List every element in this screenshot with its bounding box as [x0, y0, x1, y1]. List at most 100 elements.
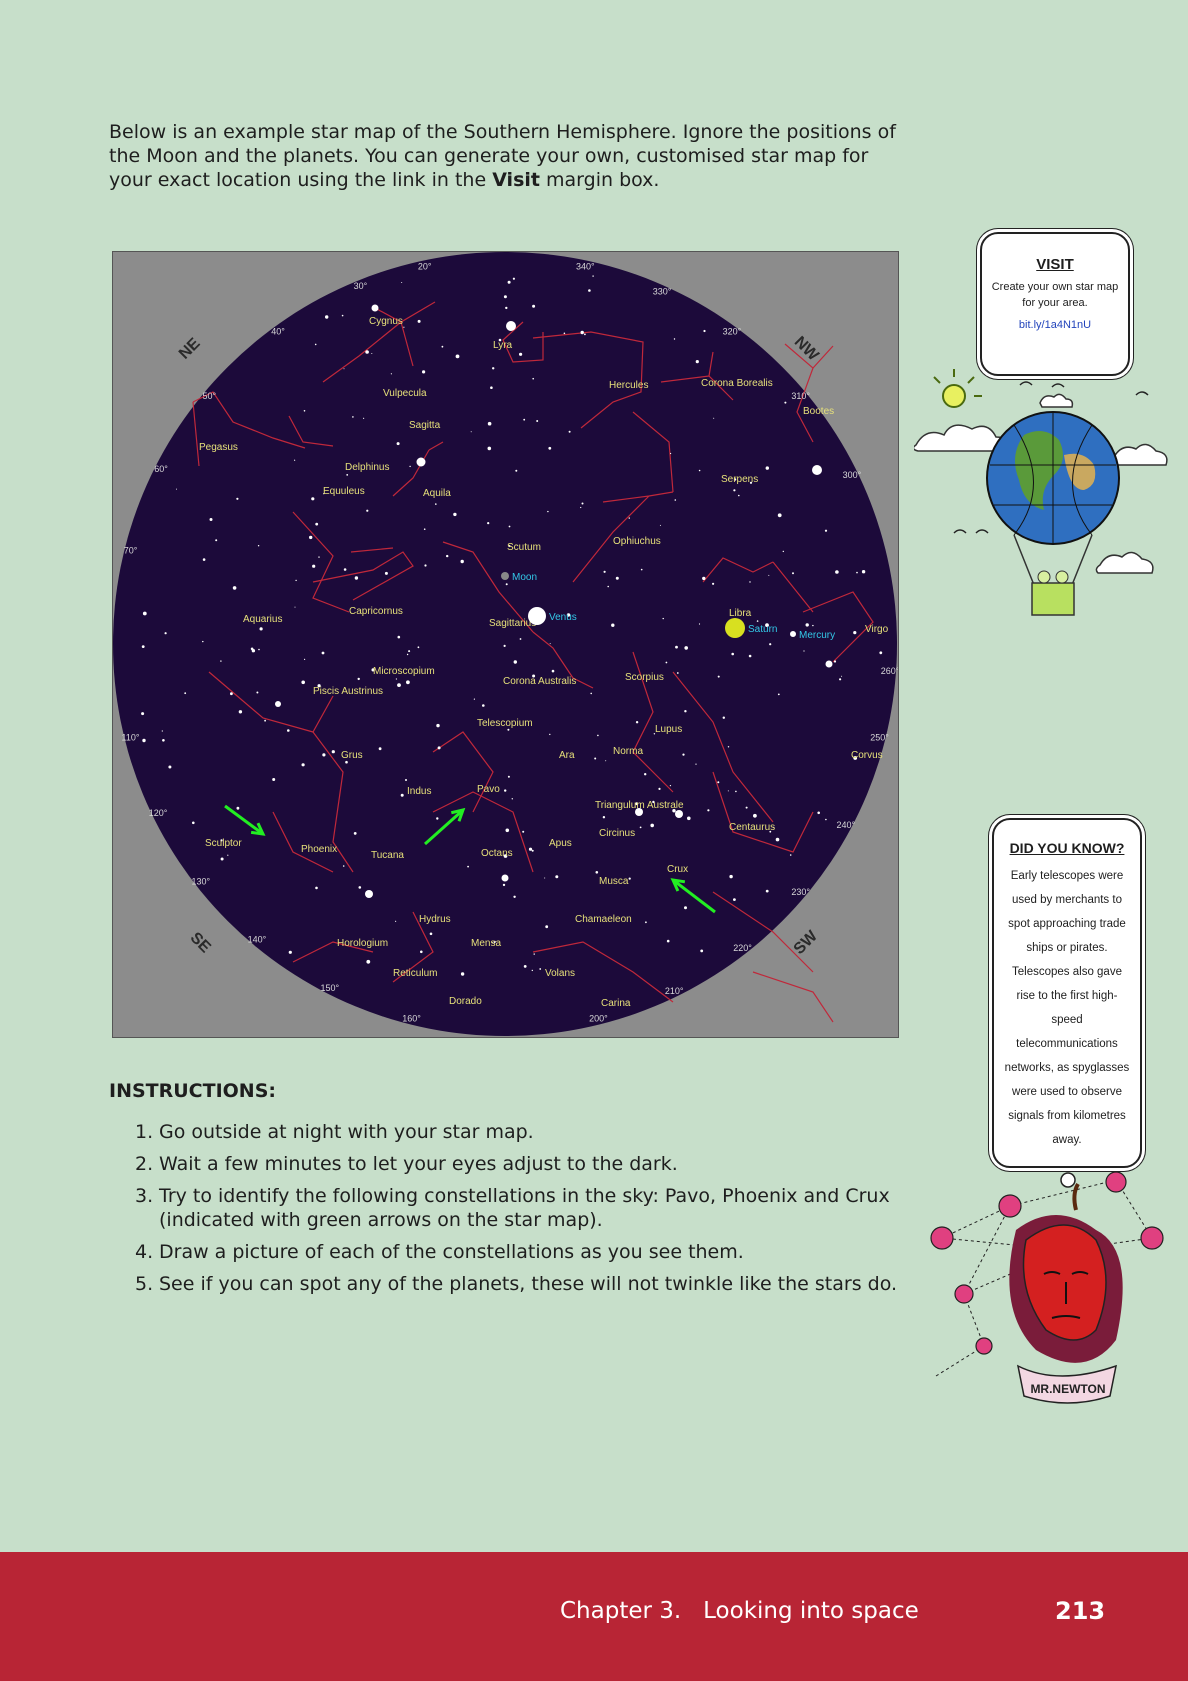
star [192, 821, 195, 825]
instructions-title: INSTRUCTIONS: [109, 1080, 276, 1102]
star [352, 416, 354, 418]
constellation-line [802, 591, 874, 663]
constellation-label: Pegasus [199, 442, 238, 453]
star [503, 644, 506, 647]
star [395, 920, 397, 922]
degree-label: 50° [202, 391, 216, 401]
star [536, 420, 539, 422]
star [515, 469, 518, 472]
constellation-line [572, 411, 674, 583]
constellation-label: Lyra [493, 340, 513, 351]
star [371, 668, 375, 672]
degree-label: 30° [354, 281, 368, 291]
star [317, 684, 321, 688]
star [523, 965, 527, 968]
star [365, 350, 369, 354]
constellation-line [192, 391, 306, 467]
star [396, 442, 400, 446]
instructions-list: 1.Go outside at night with your star map… [109, 1120, 899, 1304]
constellation-label: Volans [545, 968, 575, 979]
star [446, 554, 449, 558]
star [523, 418, 526, 421]
newton-apple-illustration: MR.NEWTON [930, 1171, 1164, 1404]
constellation-label: Reticulum [393, 968, 437, 979]
star [358, 886, 362, 889]
constellation-line [288, 415, 334, 447]
instruction-step: 3.Try to identify the following constell… [109, 1184, 899, 1232]
star [453, 512, 457, 517]
star [346, 474, 349, 476]
constellation-line [272, 811, 334, 873]
star [384, 571, 388, 575]
bright-star [275, 701, 281, 707]
star [366, 509, 369, 512]
constellation-line [312, 551, 414, 601]
constellation-label: Pavo [477, 784, 500, 795]
star [590, 692, 592, 695]
green-arrow [224, 804, 264, 836]
step-text: Draw a picture of each of the constellat… [159, 1241, 744, 1263]
step-number: 2. [135, 1153, 154, 1175]
constellation-label: Hercules [609, 380, 648, 391]
star [519, 352, 523, 356]
step-number: 3. [135, 1185, 154, 1207]
star [202, 640, 204, 643]
constellation-label: Lupus [655, 724, 682, 735]
star [304, 658, 306, 660]
star [745, 806, 748, 809]
star [436, 723, 440, 728]
star [769, 643, 772, 646]
star [378, 747, 382, 751]
star [220, 857, 224, 861]
constellation-label: Sculptor [205, 838, 242, 849]
constellation-label: Hydrus [419, 914, 451, 925]
star [390, 373, 392, 375]
constellation-label: Apus [549, 838, 572, 849]
degree-label: 200° [589, 1014, 608, 1024]
star [673, 338, 676, 340]
star [635, 802, 639, 806]
footer-chapter-title: Chapter 3. Looking into space [560, 1598, 919, 1624]
visit-link[interactable]: bit.ly/1a4N1nU [1018, 319, 1092, 331]
star [505, 306, 508, 310]
bright-star [371, 304, 379, 312]
star [259, 627, 263, 631]
constellation-label: Musca [599, 876, 629, 887]
star [539, 968, 542, 970]
planet-label: Moon [512, 572, 537, 583]
star [531, 969, 533, 972]
star [682, 753, 685, 756]
star [532, 674, 536, 678]
degree-label: 20° [418, 261, 432, 271]
constellation-line [660, 351, 734, 401]
star [512, 277, 515, 280]
star [773, 826, 775, 829]
star [142, 738, 146, 743]
degree-label: 70° [124, 546, 138, 556]
constellation-label: Ophiuchus [613, 536, 661, 547]
page-footer: Chapter 3. Looking into space 213 [0, 1552, 1188, 1681]
constellation-line [208, 671, 334, 733]
star [698, 623, 701, 625]
constellation-label: Serpens [721, 474, 758, 485]
star [409, 465, 411, 468]
star [429, 932, 433, 936]
star [568, 430, 571, 433]
star [548, 446, 552, 450]
star [395, 678, 397, 680]
star [493, 940, 496, 944]
constellation-line [532, 631, 594, 689]
star [315, 886, 318, 890]
star [698, 469, 701, 472]
constellation-label: Piscis Austrinus [313, 686, 383, 697]
star [507, 728, 510, 731]
degree-label: 260° [881, 666, 898, 676]
star [812, 624, 814, 627]
degree-label: 230° [791, 887, 810, 897]
green-arrow [672, 878, 716, 914]
star [487, 522, 490, 525]
step-text: See if you can spot any of the planets, … [159, 1273, 898, 1295]
constellation-line [752, 971, 834, 1023]
constellation-line [312, 731, 354, 873]
star [584, 333, 586, 336]
